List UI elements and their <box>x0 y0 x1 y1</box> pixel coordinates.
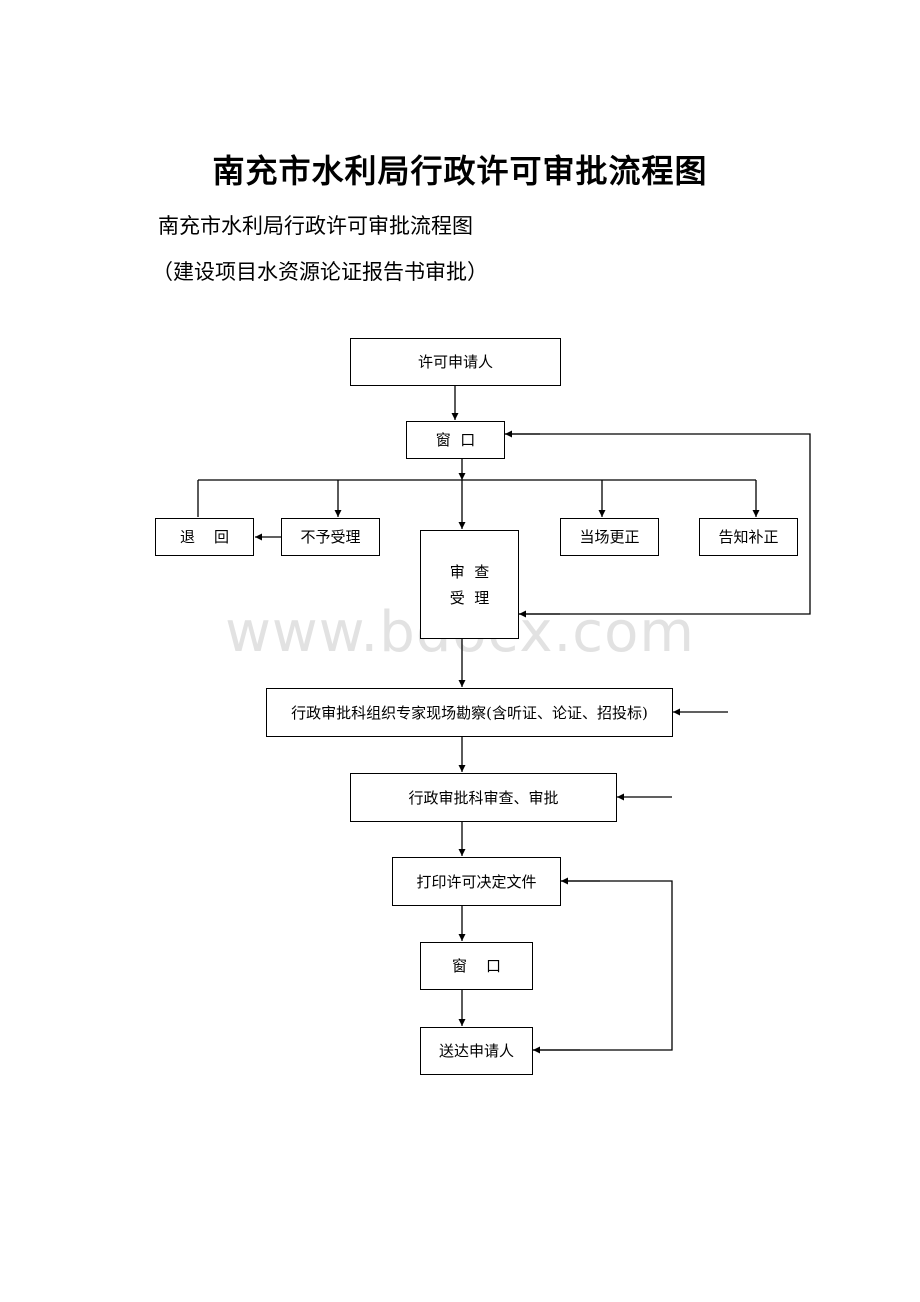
subtitle-approval-type: （建设项目水资源论证报告书审批） <box>152 260 488 284</box>
node-field-survey: 行政审批科组织专家现场勘察(含听证、论证、招投标) <box>266 688 673 737</box>
node-print-decision: 打印许可决定文件 <box>392 857 561 906</box>
node-reject: 不予受理 <box>281 518 380 556</box>
node-return: 退 回 <box>155 518 254 556</box>
node-correct-on-site: 当场更正 <box>560 518 659 556</box>
subtitle: 南充市水利局行政许可审批流程图 <box>158 214 473 238</box>
node-notify-supplement: 告知补正 <box>699 518 798 556</box>
node-deliver: 送达申请人 <box>420 1027 533 1075</box>
node-applicant: 许可申请人 <box>350 338 561 386</box>
page-title: 南充市水利局行政许可审批流程图 <box>212 152 708 190</box>
node-review: 审 查 受 理 <box>420 530 519 639</box>
feedback-loop-right <box>505 433 811 615</box>
node-window-2: 窗 口 <box>420 942 533 990</box>
loop-print-deliver <box>533 880 673 1051</box>
node-approval: 行政审批科审查、审批 <box>350 773 617 822</box>
node-window: 窗 口 <box>406 421 505 459</box>
